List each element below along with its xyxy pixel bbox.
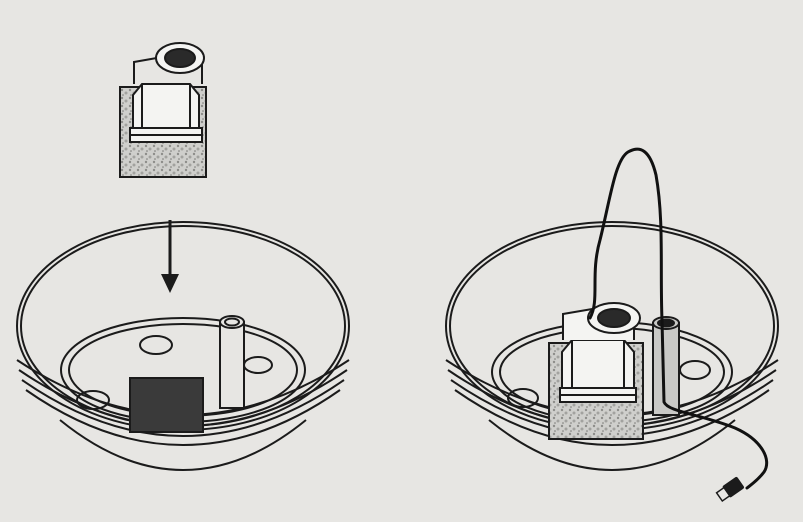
usb-plug-icon [715,477,744,503]
step-1-pump-unit [119,42,207,178]
filter-pad [129,377,204,433]
step-2-pump-unit [548,302,644,440]
power-cable [588,147,769,490]
down-arrow-icon [161,220,179,293]
standpipe [652,316,680,416]
